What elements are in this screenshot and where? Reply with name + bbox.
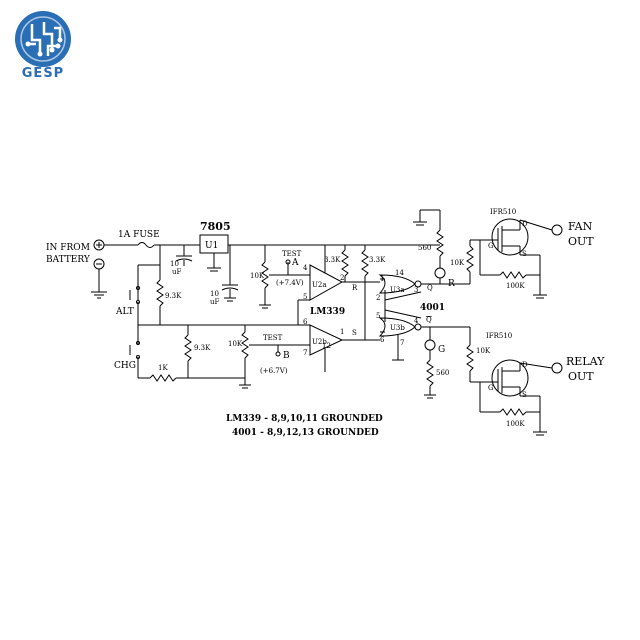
label-regulator-part: 7805 xyxy=(200,220,231,233)
label-latch-a: U3a xyxy=(390,286,405,294)
label-r-10k-gate-b: 10K xyxy=(476,347,491,355)
note-lm339: LM339 - 8,9,10,11 GROUNDED xyxy=(226,414,383,424)
label-r-10k-test-b: 10K xyxy=(228,340,243,348)
label-latch-part: 4001 xyxy=(420,303,445,313)
label-pin-3: 3 xyxy=(414,286,418,294)
label-r-3-3k-a: 3.3K xyxy=(324,256,341,264)
brand-name: GESP xyxy=(21,66,65,81)
label-test-b-voltage: (+6.7V) xyxy=(260,367,288,375)
label-pin-2b: 2 xyxy=(376,294,380,302)
label-mosfet-b: IFR510 xyxy=(486,332,512,340)
label-r-10k-test-a: 10K xyxy=(250,272,265,280)
label-pin-7: 7 xyxy=(303,349,307,357)
label-net-s: S xyxy=(352,329,357,337)
label-pin-5b: 5 xyxy=(376,312,380,320)
label-test-a-point: A xyxy=(291,258,299,268)
label-mosfet-a: IFR510 xyxy=(490,208,516,216)
label-comparator-a: U2a xyxy=(312,281,327,289)
wires xyxy=(91,209,563,436)
circuit-globe-icon xyxy=(15,11,71,67)
label-r-100k-b: 100K xyxy=(506,420,525,428)
label-input-line-1: IN FROM xyxy=(46,243,90,253)
label-latch-b: U3b xyxy=(390,324,405,332)
label-drain-a: D xyxy=(522,220,528,228)
label-r-10k-gate-a: 10K xyxy=(450,259,465,267)
label-cap-a-unit: uF xyxy=(172,268,182,276)
label-led-r: R xyxy=(448,279,455,289)
label-pin-6b: 6 xyxy=(380,336,385,344)
label-cap-b-value: 10 xyxy=(210,290,219,298)
label-drain-b: D xyxy=(522,361,528,369)
label-fan-out-2: OUT xyxy=(568,235,594,248)
label-pin-5: 5 xyxy=(303,293,307,301)
label-test-a: TEST xyxy=(282,250,302,258)
label-r-3-3k-b: 3.3K xyxy=(369,256,386,264)
label-r-100k-a: 100K xyxy=(506,282,525,290)
label-pin-4: 4 xyxy=(303,264,308,272)
brand-logo xyxy=(14,10,72,68)
label-q-bar: Q xyxy=(426,316,432,324)
note-4001: 4001 - 8,9,12,13 GROUNDED xyxy=(232,428,379,438)
label-pin-7b: 7 xyxy=(400,339,404,347)
label-fan-out-1: FAN xyxy=(568,220,593,233)
label-gate-a: G xyxy=(488,242,494,250)
label-cap-b-unit: uF xyxy=(210,298,220,306)
label-r-9-3k-a: 9.3K xyxy=(165,292,182,300)
label-r-9-3k-b: 9.3K xyxy=(194,344,211,352)
label-pin-1: 1 xyxy=(340,328,344,336)
label-alt: ALT xyxy=(115,307,134,317)
label-source-a: S xyxy=(522,250,527,258)
label-comparator-b: U2b xyxy=(312,338,327,346)
label-test-a-voltage: (+7.4V) xyxy=(276,279,304,287)
label-pin-2: 2 xyxy=(340,274,344,282)
label-q: Q xyxy=(427,284,433,292)
label-led-g: G xyxy=(438,345,445,355)
label-r-1k: 1K xyxy=(158,364,168,372)
label-net-r: R xyxy=(352,284,358,292)
label-pin-12: 12 xyxy=(322,342,331,350)
label-input-line-2: BATTERY xyxy=(46,255,91,265)
label-chg: CHG xyxy=(114,361,136,371)
label-test-b: TEST xyxy=(263,334,283,342)
label-test-b-point: B xyxy=(283,351,290,361)
label-comparator-part: LM339 xyxy=(310,307,345,317)
label-fuse: 1A FUSE xyxy=(118,230,160,240)
label-pin-6: 6 xyxy=(303,318,308,326)
label-r-560-a: 560 xyxy=(418,244,431,252)
label-pin-4b: 4 xyxy=(414,317,419,325)
label-source-b: S xyxy=(522,391,527,399)
label-regulator-ref: U1 xyxy=(205,241,218,251)
label-cap-a-value: 10 xyxy=(170,260,179,268)
label-pin-1b: 1 xyxy=(380,275,384,283)
schematic-labels: IN FROM BATTERY 1A FUSE 7805 U1 10 uF AL… xyxy=(46,208,605,438)
label-relay-out-1: RELAY xyxy=(566,355,605,368)
label-pin-14: 14 xyxy=(395,269,404,277)
label-gate-b: G xyxy=(488,384,494,392)
label-r-560-b: 560 xyxy=(436,369,449,377)
label-relay-out-2: OUT xyxy=(568,370,594,383)
